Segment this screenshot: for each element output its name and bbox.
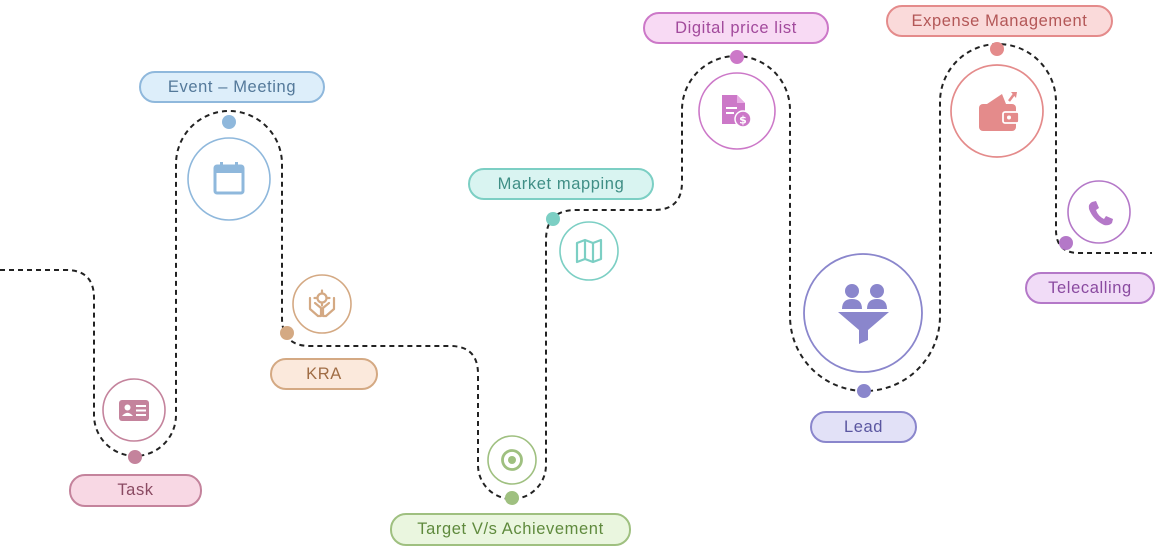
task-label: Task <box>69 474 202 507</box>
expense-dot <box>990 42 1004 56</box>
price-node: $ <box>698 72 776 150</box>
target-achievement-label: Target V/s Achievement <box>390 513 631 546</box>
digital-price-list-label: Digital price list <box>643 12 829 44</box>
price-dot <box>730 50 744 64</box>
wallet-icon <box>979 92 1020 131</box>
svg-text:$: $ <box>739 114 747 127</box>
expense-node <box>950 64 1044 158</box>
target-icon <box>501 449 523 471</box>
market-mapping-label: Market mapping <box>468 168 654 200</box>
phone-icon <box>1088 201 1113 226</box>
target-dot <box>505 491 519 505</box>
telecalling-dot <box>1059 236 1073 250</box>
map-icon <box>575 238 603 264</box>
telecalling-node <box>1067 180 1131 244</box>
event-meeting-label: Event – Meeting <box>139 71 325 103</box>
contact-card-icon <box>119 400 149 421</box>
telecalling-label: Telecalling <box>1025 272 1155 304</box>
lead-node <box>803 253 923 373</box>
target-node <box>487 435 537 485</box>
event-dot <box>222 115 236 129</box>
task-dot <box>128 450 142 464</box>
lead-label: Lead <box>810 411 917 443</box>
kra-node <box>292 274 352 334</box>
calendar-icon <box>213 162 245 195</box>
lead-dot <box>857 384 871 398</box>
task-node <box>102 378 166 442</box>
price-document-icon: $ <box>722 95 752 128</box>
market-node <box>559 221 619 281</box>
market-dot <box>546 212 560 226</box>
event-node <box>187 137 271 221</box>
kra-dot <box>280 326 294 340</box>
hands-gear-icon <box>308 289 336 318</box>
kra-label: KRA <box>270 358 378 390</box>
lead-funnel-icon <box>838 284 889 344</box>
expense-management-label: Expense Management <box>886 5 1113 37</box>
